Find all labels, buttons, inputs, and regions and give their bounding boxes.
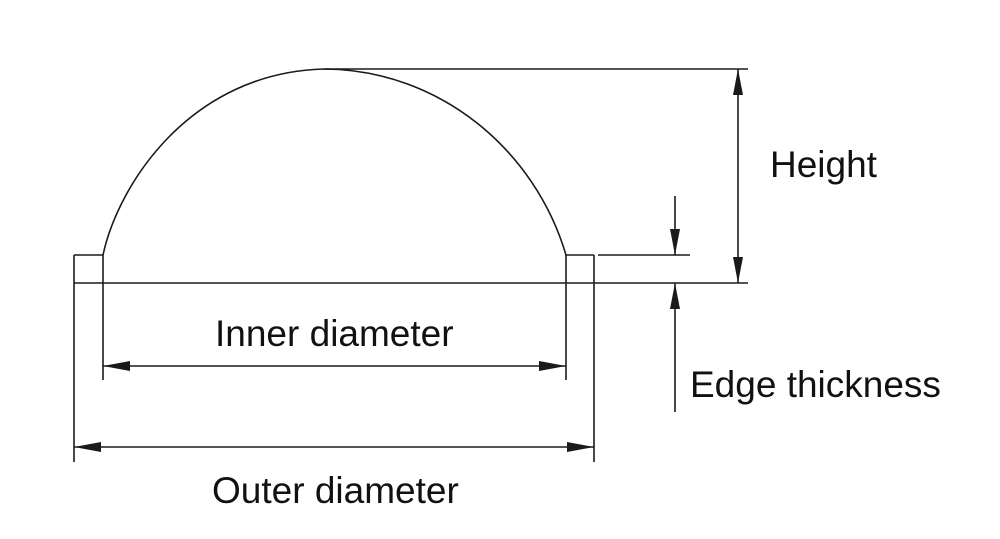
- edge-arrow-up: [670, 283, 680, 309]
- inner-arrow-left: [103, 361, 130, 371]
- edge-thickness-label: Edge thickness: [690, 364, 941, 405]
- outer-diameter-label: Outer diameter: [212, 470, 459, 511]
- dome-curve: [102, 68, 567, 256]
- height-arrow-bottom: [733, 257, 743, 283]
- outer-arrow-right: [567, 442, 594, 452]
- edge-arrow-down: [670, 229, 680, 255]
- outer-arrow-left: [74, 442, 101, 452]
- height-arrow-top: [733, 69, 743, 95]
- inner-diameter-label: Inner diameter: [215, 313, 454, 354]
- inner-arrow-right: [539, 361, 566, 371]
- height-label: Height: [770, 144, 877, 185]
